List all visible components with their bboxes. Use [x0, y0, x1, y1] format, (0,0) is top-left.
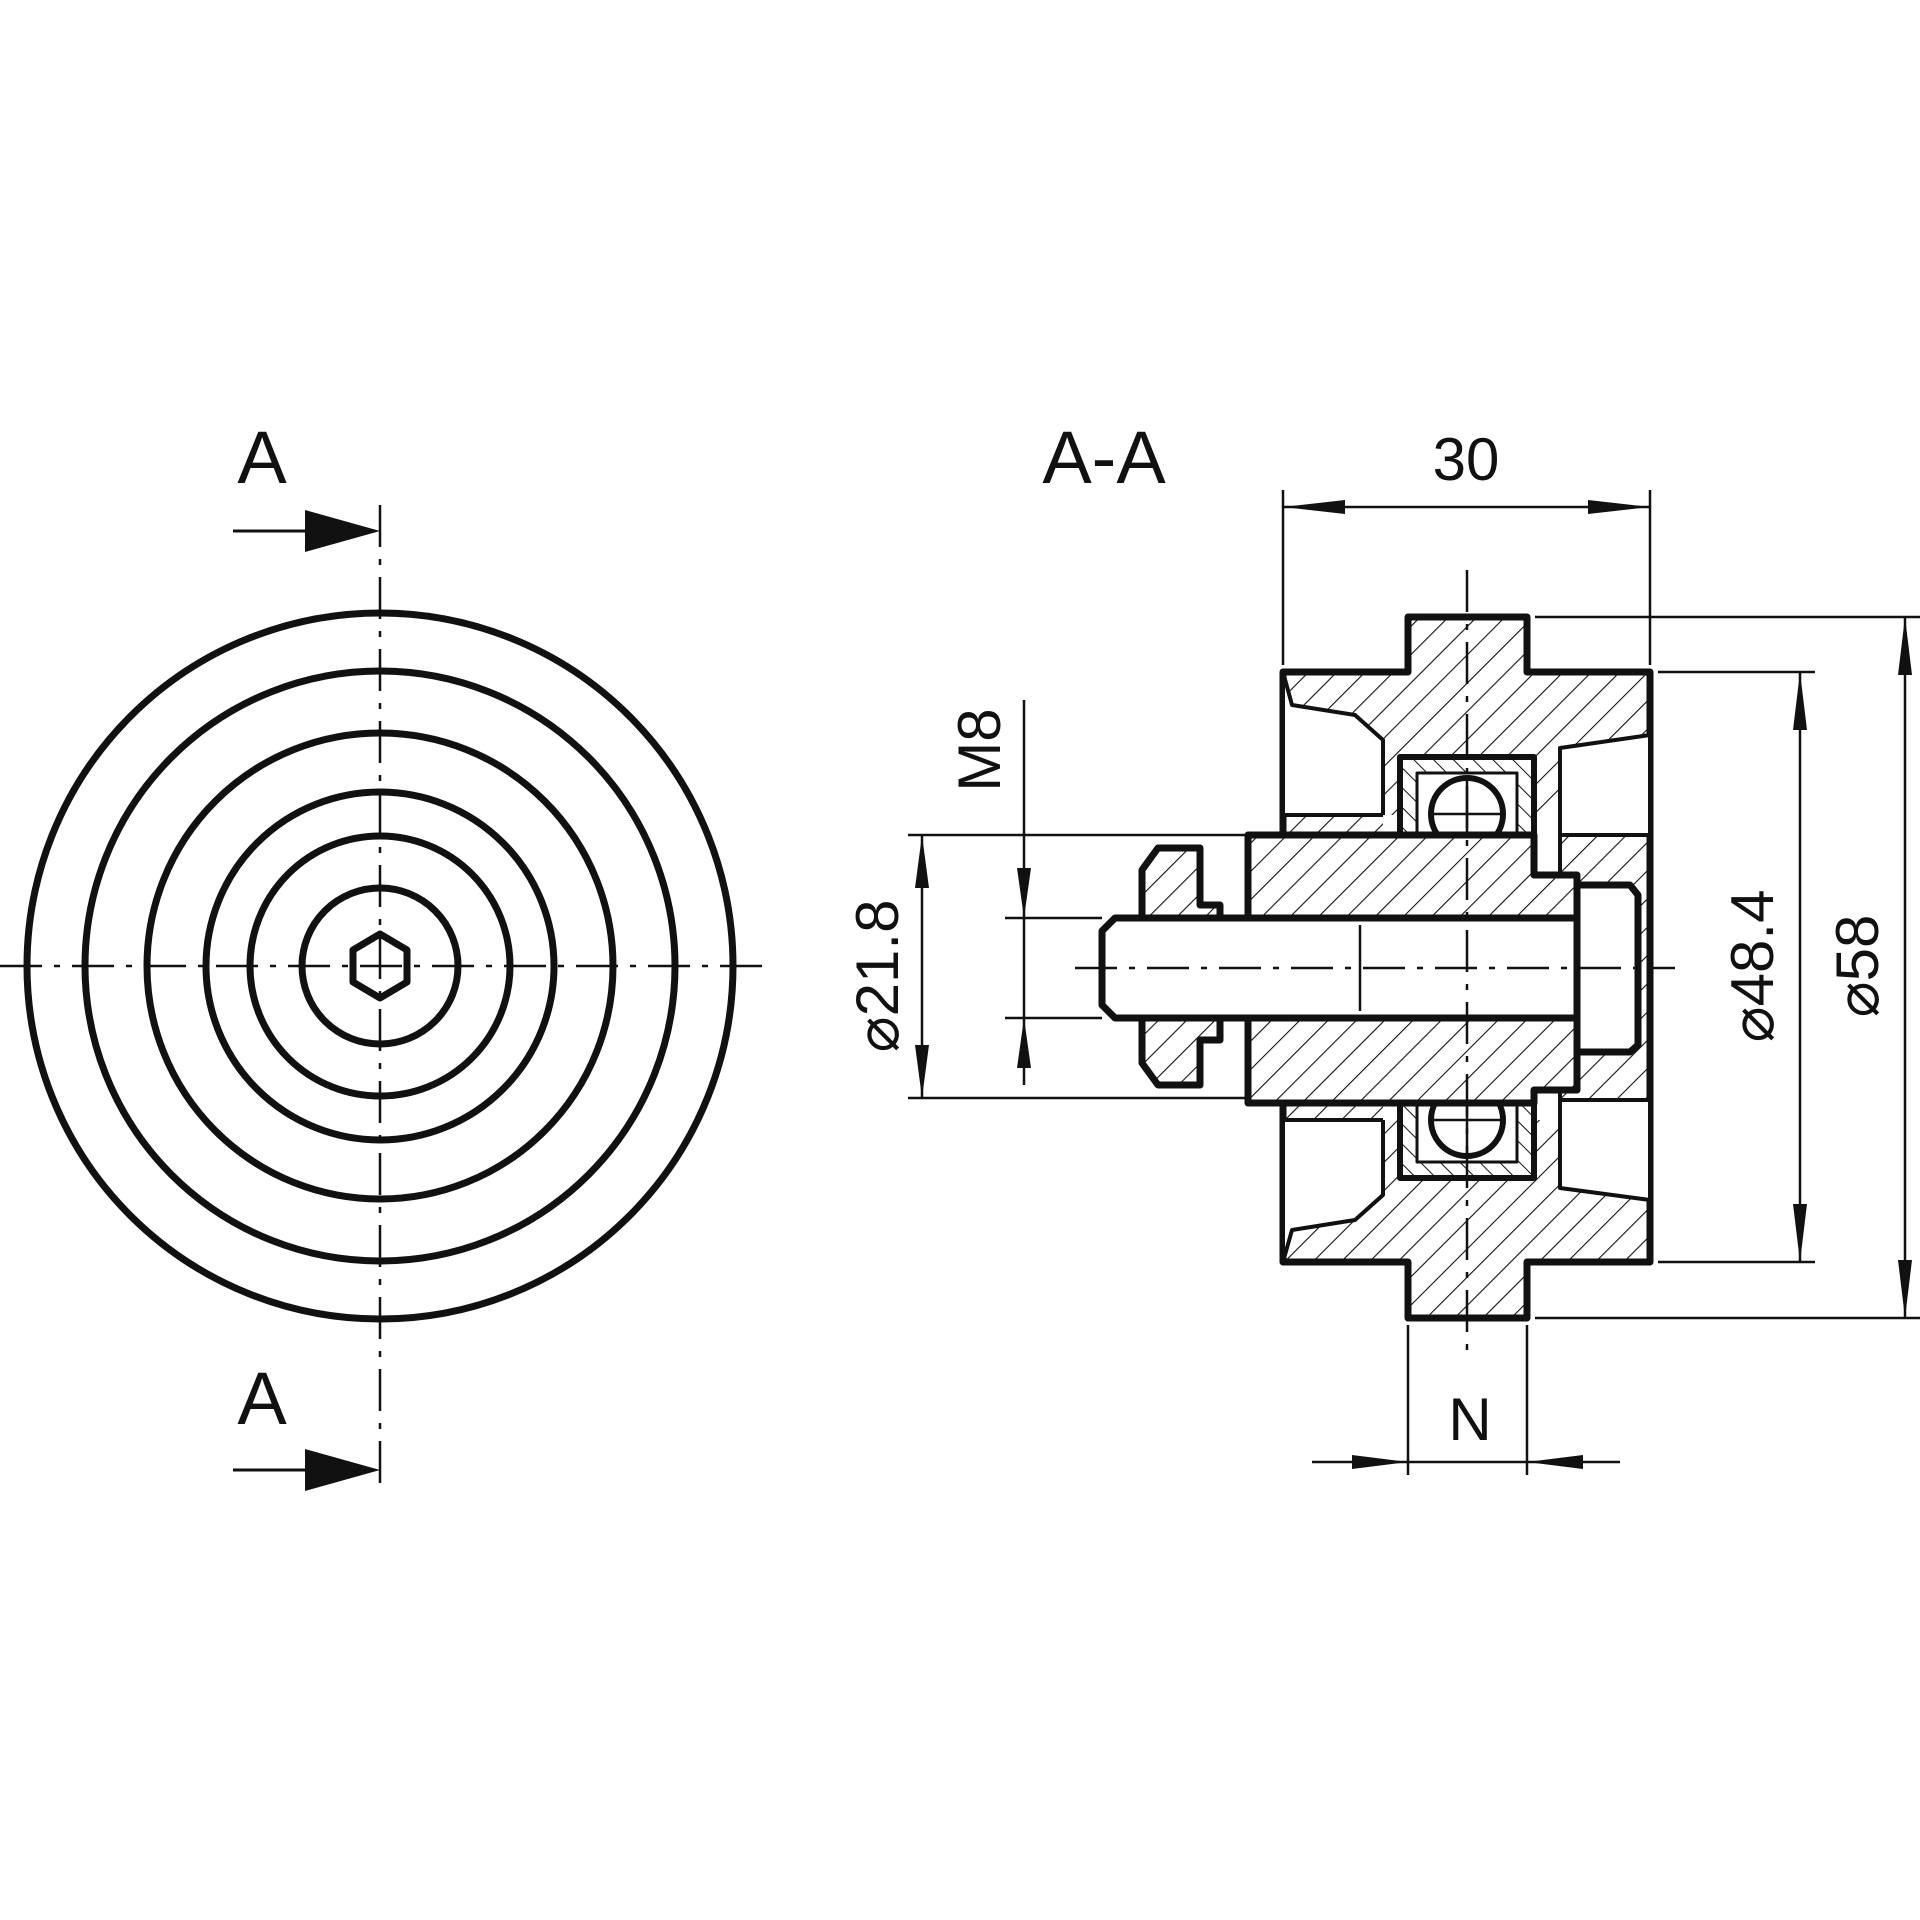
right-recess-bottom	[1558, 1098, 1652, 1202]
dim-thread-label: M8	[946, 708, 1013, 791]
dimension-inner-diameter: ⌀21.8	[844, 833, 1248, 1100]
dim-inner-diameter-label: ⌀21.8	[844, 900, 911, 1053]
dimension-middle-diameter: ⌀48.4	[1658, 670, 1815, 1264]
left-recess-top	[1281, 670, 1385, 817]
section-title: A-A	[1042, 416, 1166, 499]
dim-groove-label: N	[1448, 1386, 1491, 1453]
section-arrow-icon	[233, 510, 380, 552]
section-marker-top-label: A	[237, 416, 287, 499]
dim-outer-diameter-label: ⌀58	[1824, 915, 1891, 1018]
dim-width-label: 30	[1433, 426, 1500, 493]
dimension-groove: N	[1312, 1325, 1620, 1475]
dimension-width: 30	[1281, 426, 1652, 665]
section-arrow-icon	[233, 1449, 380, 1491]
right-recess-top	[1558, 733, 1652, 837]
left-recess-bottom	[1281, 1118, 1385, 1264]
dimension-thread: M8	[946, 700, 1102, 1085]
section-marker-bottom-label: A	[237, 1357, 287, 1440]
front-view: A A	[0, 416, 765, 1491]
section-view: A-A	[844, 416, 1920, 1475]
hex-socket-icon	[349, 930, 411, 1002]
dim-middle-diameter-label: ⌀48.4	[1719, 890, 1786, 1043]
dimension-outer-diameter: ⌀58	[1535, 615, 1920, 1320]
